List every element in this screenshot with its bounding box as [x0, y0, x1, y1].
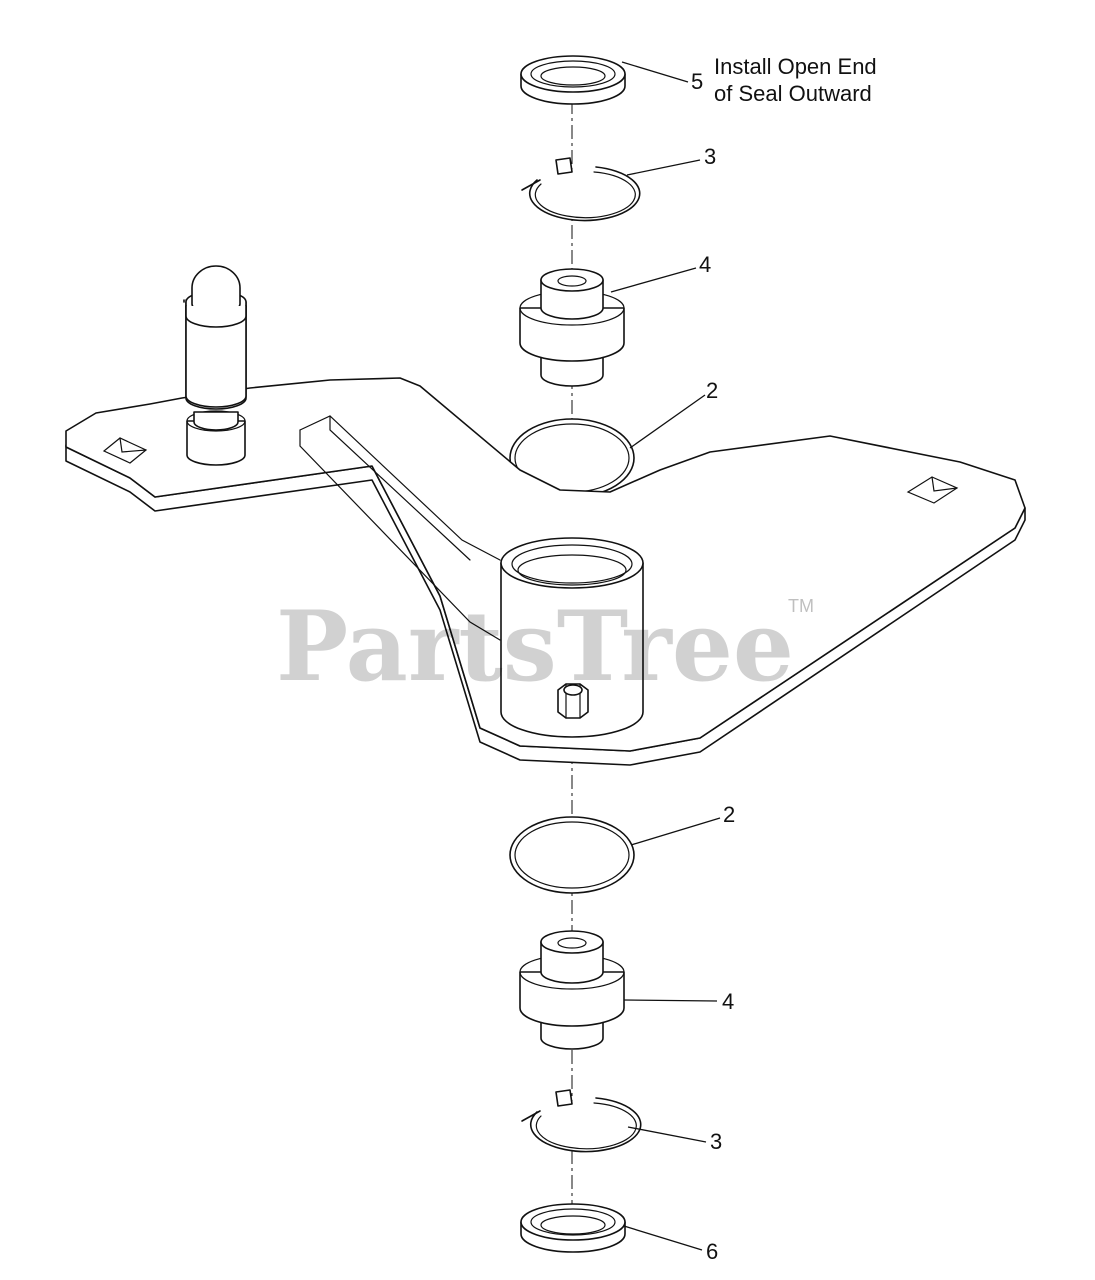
bearing-bottom	[519, 930, 625, 1050]
callout-ring-top: 3	[704, 144, 716, 169]
bearing-top	[519, 268, 625, 387]
install-note-line1: Install Open End	[714, 54, 877, 79]
callout-seal-top: 5	[691, 69, 703, 94]
callout-oring-bottom: 2	[723, 802, 735, 827]
retaining-ring-top	[521, 157, 641, 222]
watermark-tm: TM	[788, 596, 814, 616]
bracket-stud	[183, 265, 247, 466]
callout-ring-bottom: 3	[710, 1129, 722, 1154]
bracket-hub	[500, 537, 644, 738]
watermark: PartsTree TM	[276, 590, 814, 703]
watermark-text: PartsTree	[276, 590, 794, 703]
install-note: Install Open End of Seal Outward	[714, 54, 877, 106]
callout-bearing-top: 4	[699, 252, 711, 277]
leader-lines	[610, 61, 721, 1251]
callout-seal-bottom: 6	[706, 1239, 718, 1264]
callout-oring-top: 2	[706, 378, 718, 403]
retaining-ring-bottom	[521, 1089, 642, 1153]
install-note-line2: of Seal Outward	[714, 81, 872, 106]
callout-bearing-bottom: 4	[722, 989, 734, 1014]
seal-top	[520, 55, 626, 105]
o-ring-bottom	[509, 816, 635, 894]
callouts: 5 3 4 2 2 4 3 6	[691, 69, 735, 1264]
seal-bottom	[520, 1203, 626, 1253]
